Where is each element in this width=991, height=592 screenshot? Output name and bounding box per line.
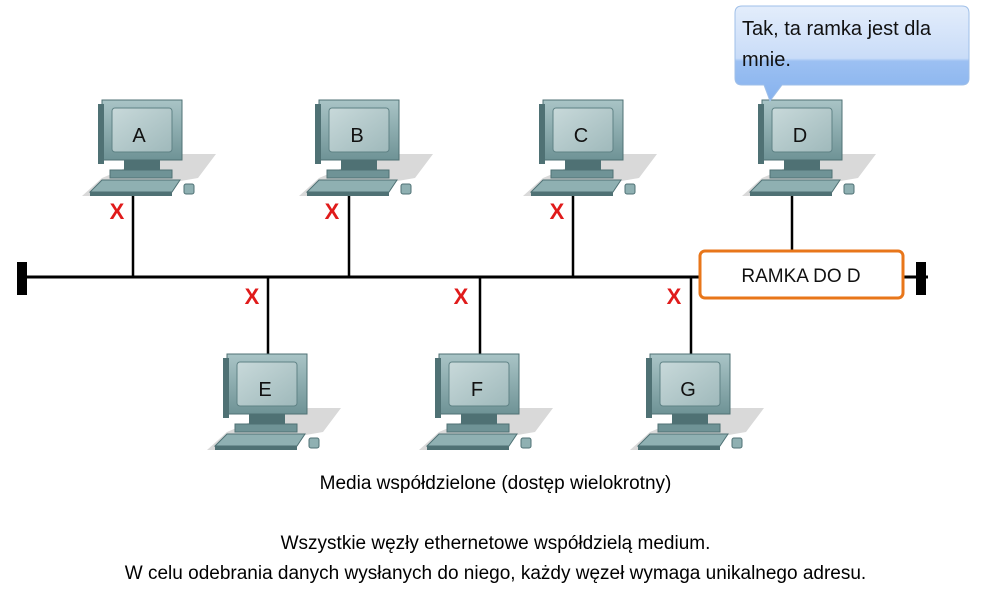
node-label-d: D bbox=[793, 125, 807, 147]
monitor-stand bbox=[249, 414, 285, 424]
keyboard-icon bbox=[748, 179, 841, 193]
computer-case bbox=[109, 169, 173, 179]
keyboard-edge bbox=[531, 192, 613, 196]
caption-line-1: Wszystkie węzły ethernetowe współdzielą … bbox=[280, 533, 711, 554]
monitor-stand bbox=[124, 160, 160, 170]
bus-terminator-right bbox=[916, 262, 926, 295]
node-label-f: F bbox=[471, 379, 483, 401]
keyboard-icon bbox=[213, 433, 306, 447]
blocked-marker-f: X bbox=[454, 284, 469, 309]
frame-box: RAMKA DO D bbox=[698, 249, 905, 300]
blocked-marker-e: X bbox=[245, 284, 260, 309]
monitor-screen bbox=[659, 361, 721, 407]
computer-case bbox=[769, 169, 833, 179]
monitor-stand bbox=[565, 160, 601, 170]
keyboard-edge bbox=[638, 446, 720, 450]
drop-lines bbox=[131, 193, 794, 355]
keyboard-icon bbox=[305, 179, 398, 193]
computer-e bbox=[207, 353, 341, 450]
mouse-icon bbox=[731, 437, 743, 449]
node-label-g: G bbox=[680, 379, 696, 401]
media-caption: Media współdzielone (dostęp wielokrotny) bbox=[319, 473, 672, 494]
monitor-stand bbox=[672, 414, 708, 424]
mouse-icon bbox=[183, 183, 195, 195]
monitor-stand bbox=[784, 160, 820, 170]
blocked-marker-b: X bbox=[325, 199, 340, 224]
monitor-stand bbox=[461, 414, 497, 424]
computer-b bbox=[299, 99, 433, 196]
speech-bubble-text: Tak, ta ramka jest dla mnie. bbox=[742, 14, 967, 76]
computer-f bbox=[419, 353, 553, 450]
keyboard-edge bbox=[307, 192, 389, 196]
mouse-icon bbox=[520, 437, 532, 449]
monitor-screen bbox=[328, 107, 390, 153]
blocked-marker-g: X bbox=[667, 284, 682, 309]
mouse-icon bbox=[624, 183, 636, 195]
monitor-screen bbox=[448, 361, 510, 407]
keyboard-edge bbox=[90, 192, 172, 196]
monitor-screen bbox=[236, 361, 298, 407]
monitor-screen bbox=[111, 107, 173, 153]
monitor-side bbox=[98, 104, 104, 164]
computer-c bbox=[523, 99, 657, 196]
monitor-side bbox=[223, 358, 229, 418]
monitor-side bbox=[758, 104, 764, 164]
keyboard-icon bbox=[425, 433, 518, 447]
node-label-c: C bbox=[574, 125, 588, 147]
monitor-stand bbox=[341, 160, 377, 170]
monitor-screen bbox=[771, 107, 833, 153]
bus-terminator-left bbox=[17, 262, 27, 295]
speech-bubble-line1: Tak, ta ramka jest dla bbox=[742, 18, 931, 40]
blocked-markers: X X X X X X bbox=[110, 199, 682, 309]
computer-case bbox=[326, 169, 390, 179]
monitor-side bbox=[539, 104, 545, 164]
computer-case bbox=[657, 423, 721, 433]
speech-bubble-line2: mnie. bbox=[742, 49, 791, 71]
caption-line-2: W celu odebrania danych wysłanych do nie… bbox=[124, 563, 867, 584]
node-label-a: A bbox=[132, 125, 146, 147]
keyboard-icon bbox=[529, 179, 622, 193]
mouse-icon bbox=[400, 183, 412, 195]
keyboard-edge bbox=[750, 192, 832, 196]
computer-a bbox=[82, 99, 216, 196]
computer-case bbox=[446, 423, 510, 433]
monitor-side bbox=[435, 358, 441, 418]
blocked-marker-a: X bbox=[110, 199, 125, 224]
computer-case bbox=[234, 423, 298, 433]
mouse-icon bbox=[843, 183, 855, 195]
computer-case bbox=[550, 169, 614, 179]
keyboard-edge bbox=[427, 446, 509, 450]
keyboard-icon bbox=[636, 433, 729, 447]
monitor-side bbox=[315, 104, 321, 164]
monitor-side bbox=[646, 358, 652, 418]
computer-d bbox=[742, 99, 876, 196]
node-label-e: E bbox=[258, 379, 271, 401]
frame-label: RAMKA DO D bbox=[741, 266, 860, 287]
speech-bubble bbox=[734, 5, 970, 103]
mouse-icon bbox=[308, 437, 320, 449]
node-label-b: B bbox=[350, 125, 363, 147]
blocked-marker-c: X bbox=[550, 199, 565, 224]
keyboard-icon bbox=[88, 179, 181, 193]
computer-g bbox=[630, 353, 764, 450]
monitor-screen bbox=[552, 107, 614, 153]
keyboard-edge bbox=[215, 446, 297, 450]
